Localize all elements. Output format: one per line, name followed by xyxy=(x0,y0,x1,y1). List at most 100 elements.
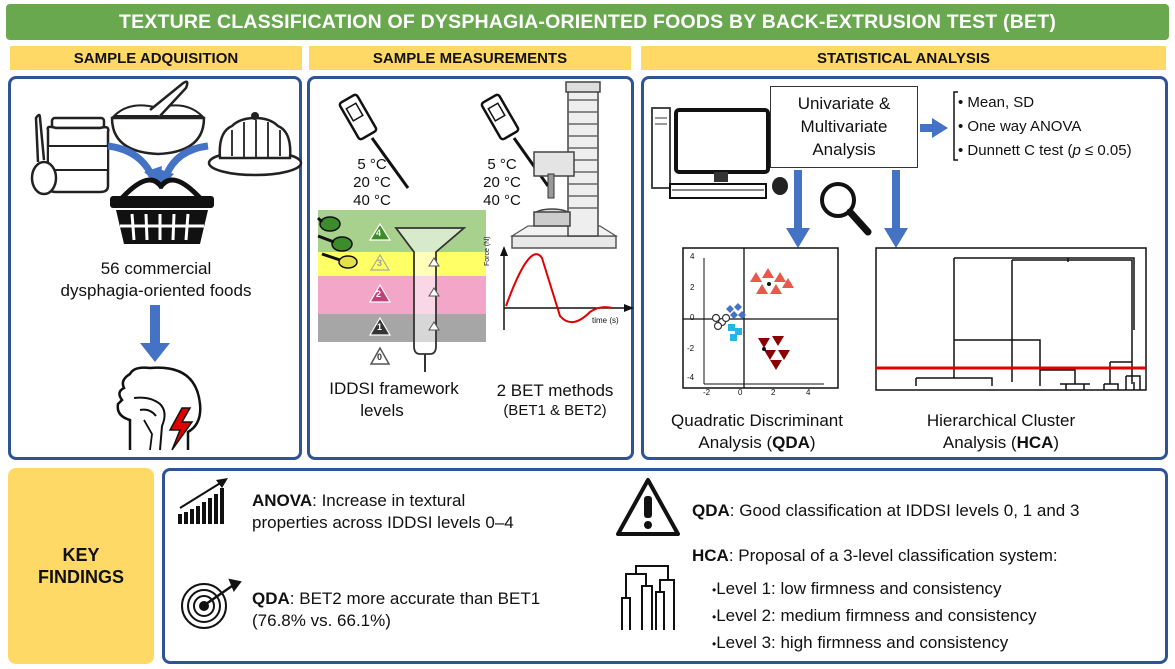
qda-xtick-2: 2 xyxy=(771,388,776,397)
section-header-measurements: SAMPLE MEASUREMENTS xyxy=(309,46,631,70)
jar-icon xyxy=(46,116,110,194)
warning-icon xyxy=(616,478,680,536)
qda-ytick-2: 2 xyxy=(690,283,695,292)
page-title: TEXTURE CLASSIFICATION OF DYSPHAGIA-ORIE… xyxy=(6,4,1169,40)
stats-bullet-3-rest: ≤ 0.05) xyxy=(1080,142,1132,159)
iddsi-label-line1: IDDSI framework xyxy=(329,379,459,398)
qda-caption-line2: Analysis (QDA) xyxy=(646,432,868,453)
temp-right-1: 5 °C xyxy=(487,156,517,173)
finding-hca: HCA: Proposal of a 3-level classificatio… xyxy=(692,545,1162,566)
temp-right-3: 40 °C xyxy=(483,192,521,209)
qda-ytick-4: 4 xyxy=(690,252,695,261)
finding-anova-text1: : Increase in textural xyxy=(312,491,466,510)
bowl-icon xyxy=(110,80,206,156)
dendrogram-icon xyxy=(621,565,675,630)
bet-label-line1: 2 BET methods xyxy=(496,381,614,400)
finding-anova-line1: ANOVA: Increase in textural xyxy=(252,490,612,511)
analysis-box-line3: Analysis xyxy=(812,140,876,159)
iddsi-spoons-icon xyxy=(316,216,358,269)
temp-right-2: 20 °C xyxy=(483,174,521,191)
hca-caption-b: HCA xyxy=(1016,433,1054,452)
qda-xtick-neg2: -2 xyxy=(703,388,711,397)
acquisition-text-line1: 56 commercial xyxy=(100,259,212,278)
qda-caption-a: Analysis ( xyxy=(698,433,773,452)
stats-bullet-3-text: Dunnett C test ( xyxy=(967,142,1073,159)
finding-qda2-text: : Good classification at IDDSI levels 0,… xyxy=(729,501,1080,520)
hca-level-list: Level 1: low firmness and consistency Le… xyxy=(712,576,1162,657)
iddsi-flow-test-icon xyxy=(394,227,467,372)
stats-bullet-2: • One way ANOVA xyxy=(958,118,1082,135)
finding-qda1-text1: : BET2 more accurate than BET1 xyxy=(289,589,541,608)
iddsi-level-4: 4 xyxy=(376,228,382,238)
thermometer-icon-1 xyxy=(338,93,410,189)
key-findings-label: KEY FINDINGS xyxy=(8,468,154,664)
qda-xtick-4: 4 xyxy=(806,388,811,397)
magnifier-icon xyxy=(820,182,872,236)
qda-caption-line1: Quadratic Discriminant xyxy=(671,411,843,430)
hca-caption-a: Analysis ( xyxy=(942,433,1017,452)
finding-anova-bold: ANOVA xyxy=(252,491,313,510)
key-findings-line2: FINDINGS xyxy=(37,567,124,587)
hca-level-3: Level 3: high firmness and consistency xyxy=(712,630,1162,657)
qda-ytick-0: 0 xyxy=(690,313,695,322)
iddsi-level-3: 3 xyxy=(377,258,383,268)
acquisition-text-line2: dysphagia-oriented foods xyxy=(60,281,252,300)
qda-class-open-circles xyxy=(711,313,731,331)
stats-bullet-3-p: p xyxy=(1072,142,1081,159)
force-time-chart xyxy=(500,246,634,330)
pain-bolt-icon xyxy=(168,407,194,451)
bet-label-line2: (BET1 & BET2) xyxy=(503,402,607,419)
finding-hca-bold: HCA xyxy=(692,546,729,565)
thermometer-icon-2 xyxy=(480,93,550,187)
qda-class-blue-diamonds xyxy=(726,303,746,319)
qda-ytick-neg2: -2 xyxy=(687,344,695,353)
hca-level-2: Level 2: medium firmness and consistency xyxy=(712,603,1162,630)
qda-class-cyan-squares xyxy=(728,324,742,341)
finding-anova-line2: properties across IDDSI levels 0–4 xyxy=(252,513,514,532)
jelly-dessert-icon xyxy=(207,112,303,177)
temp-left-3: 40 °C xyxy=(353,192,391,209)
stats-bullet-1: • Mean, SD xyxy=(958,94,1035,111)
target-icon xyxy=(181,578,242,629)
qda-class-darkred-triangles xyxy=(758,336,790,370)
analysis-box-line1: Univariate & xyxy=(797,94,891,113)
iddsi-level-0: 0 xyxy=(377,352,383,362)
section-header-analysis: STATISTICAL ANALYSIS xyxy=(641,46,1166,70)
analysis-box: Univariate & Multivariate Analysis xyxy=(770,86,918,168)
hca-caption-line1: Hierarchical Cluster xyxy=(926,411,1076,430)
hca-caption-c: ) xyxy=(1053,433,1060,452)
finding-qda1-line1: QDA: BET2 more accurate than BET1 xyxy=(252,588,612,609)
finding-qda1-line2: (76.8% vs. 66.1%) xyxy=(252,611,391,630)
finding-qda2-bold: QDA xyxy=(692,501,730,520)
finding-qda1-bold: QDA xyxy=(252,589,290,608)
qda-caption-b: QDA xyxy=(772,433,810,452)
iddsi-level-2: 2 xyxy=(376,289,382,299)
finding-hca-text: : Proposal of a 3-level classification s… xyxy=(728,546,1058,565)
stats-bullet-2-text: One way ANOVA xyxy=(967,118,1082,135)
qda-caption-c: ) xyxy=(809,433,816,452)
qda-xtick-0: 0 xyxy=(738,388,743,397)
computer-icon xyxy=(651,107,788,199)
analysis-box-line2: Multivariate xyxy=(800,117,888,136)
stats-bullet-3: • Dunnett C test (p ≤ 0.05) xyxy=(958,142,1132,159)
iddsi-level-1: 1 xyxy=(377,322,383,332)
qda-class-red-triangles xyxy=(750,268,794,294)
iddsi-label-line2: levels xyxy=(360,401,404,420)
key-findings-line1: KEY xyxy=(62,545,100,565)
temp-left-1: 5 °C xyxy=(357,156,387,173)
qda-ytick-neg4: -4 xyxy=(687,373,695,382)
time-axis-label: time (s) xyxy=(592,316,619,325)
stats-bullet-1-text: Mean, SD xyxy=(967,94,1035,111)
bar-chart-growth-icon xyxy=(178,478,228,524)
hca-caption-line2: Analysis (HCA) xyxy=(890,432,1112,453)
temp-left-2: 20 °C xyxy=(353,174,391,191)
section-header-acquisition: SAMPLE ADQUISITION xyxy=(10,46,302,70)
texture-analyzer-icon xyxy=(509,81,619,249)
hca-level-1: Level 1: low firmness and consistency xyxy=(712,576,1162,603)
